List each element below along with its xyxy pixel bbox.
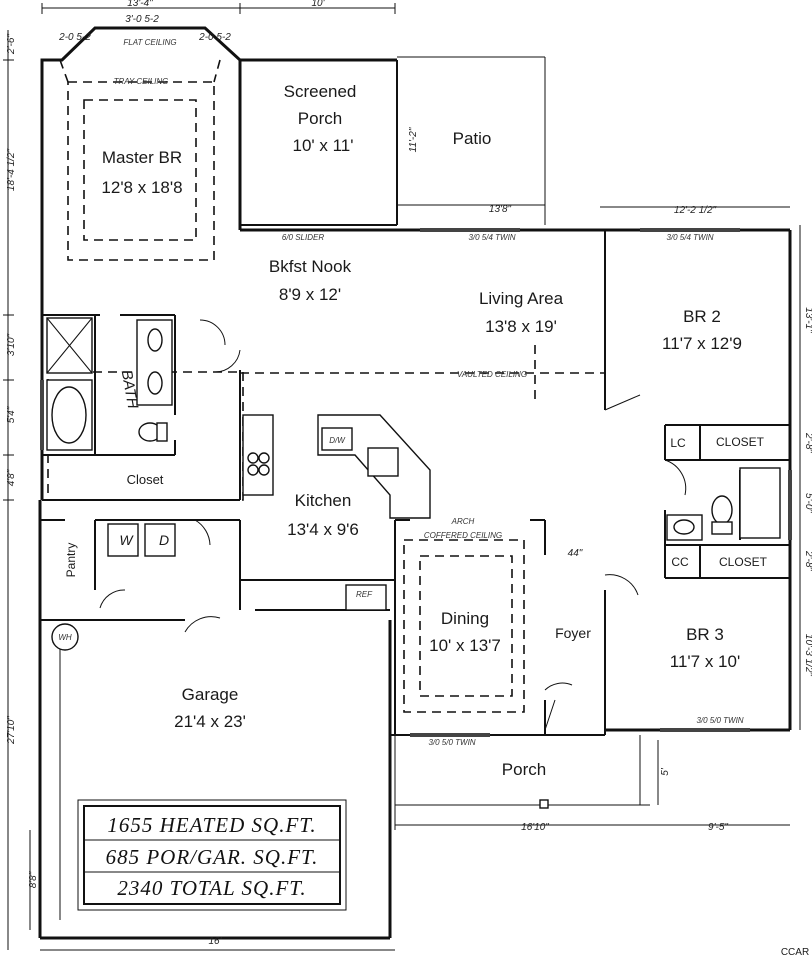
fixtures — [46, 317, 781, 809]
screened-porch-name-2: Porch — [298, 109, 342, 128]
coffered-ceiling-label: COFFERED CEILING — [424, 531, 502, 540]
dimension-labels: 13'-4" 3'-0 5-2 10' 2-0 5-2 2-0 5-2 13'8… — [6, 0, 812, 947]
twin-window-porch-label: 3/0 5/0 TWIN — [428, 738, 475, 747]
dryer-label: D — [159, 532, 169, 548]
room-labels: Master BR 12'8 x 18'8 Screened Porch 10'… — [64, 82, 742, 779]
vaulted-ceiling-label: VAULTED CEILING — [457, 370, 527, 379]
br2-dim: 11'7 x 12'9 — [662, 334, 742, 353]
dim-porch-5: 5' — [660, 767, 671, 776]
dim-garage-16: 16' — [208, 936, 222, 947]
dishwasher-label: D/W — [329, 436, 346, 445]
twin-window-top-label: 3/0 5/4 TWIN — [468, 233, 515, 242]
master-br-dim: 12'8 x 18'8 — [101, 178, 182, 197]
dimension-lines — [3, 3, 801, 951]
patio-name: Patio — [453, 129, 492, 148]
pantry-name: Pantry — [64, 543, 78, 578]
garage-dim: 21'4 x 23' — [174, 712, 246, 731]
dim-left-bath1: 3'10" — [6, 333, 17, 356]
dim-porch-1610: 16'10" — [521, 822, 549, 833]
dim-left-bath2: 5'4" — [6, 406, 17, 423]
screened-porch-name-1: Screened — [284, 82, 357, 101]
br2-name: BR 2 — [683, 307, 721, 326]
dim-right-28b: 2'-8" — [803, 550, 812, 571]
dim-top-master: 13'-4" — [127, 0, 153, 9]
screened-porch-dim: 10' x 11' — [293, 136, 354, 155]
bath-name: BATH — [118, 369, 142, 410]
dim-right-top: 12'-2 1/2" — [674, 205, 717, 216]
living-area-dim: 13'8 x 19' — [485, 317, 557, 336]
dim-chamfer-right: 2-0 5-2 — [198, 32, 231, 43]
garage-name: Garage — [182, 685, 239, 704]
dim-left-master: 18'-4 1/2" — [6, 148, 17, 191]
dining-dim: 10' x 13'7 — [429, 636, 501, 655]
sqft-heated: 1655 HEATED SQ.FT. — [107, 813, 316, 837]
summary-box — [83, 805, 341, 905]
dim-patio-left: 11'-2" — [408, 127, 419, 152]
twin-window-br2-label: 3/0 5/4 TWIN — [666, 233, 713, 242]
sqft-total: 2340 TOTAL SQ.FT. — [117, 876, 306, 900]
dining-name: Dining — [441, 609, 489, 628]
dim-patio-bottom: 13'8" — [489, 204, 512, 215]
dim-garage-88: 8'8" — [28, 871, 39, 888]
dim-top-screened: 10' — [311, 0, 325, 9]
summary-box-outer — [77, 799, 347, 911]
fixture-labels: CLOSET CLOSET LC CC W D D/W REF WH TRAY … — [58, 38, 809, 958]
fridge-label: REF — [356, 590, 373, 599]
dim-right-50: 5'-0" — [803, 493, 812, 513]
flat-ceiling-label: FLAT CEILING — [123, 38, 176, 47]
watermark: CCAR — [781, 947, 809, 958]
water-heater-label: WH — [58, 633, 72, 642]
lc-label: LC — [670, 436, 686, 450]
living-area-name: Living Area — [479, 289, 564, 308]
bkfst-nook-dim: 8'9 x 12' — [279, 285, 341, 304]
porch-name: Porch — [502, 760, 546, 779]
closet-br2-label: CLOSET — [716, 435, 765, 449]
dim-foyer-44: 44" — [568, 548, 583, 559]
br3-dim: 11'7 x 10' — [670, 652, 740, 671]
sqft-summary: 1655 HEATED SQ.FT. 685 POR/GAR. SQ.FT. 2… — [106, 813, 319, 900]
slider-label: 6/0 SLIDER — [282, 233, 324, 242]
closet-master-name: Closet — [127, 472, 164, 487]
dim-left-top: 2'-6" — [6, 34, 17, 55]
dim-right-br3: 10'-3 1/2" — [803, 634, 812, 677]
windows — [40, 228, 792, 737]
dim-right-28a: 2'-8" — [803, 432, 812, 453]
dim-right-br2: 13'-1" — [803, 307, 812, 333]
foyer-name: Foyer — [555, 625, 591, 641]
master-br-name: Master BR — [102, 148, 182, 167]
closet-br3-label: CLOSET — [719, 555, 768, 569]
dim-left-closet: 4'8" — [6, 469, 17, 486]
doors — [99, 319, 687, 731]
twin-window-br3-label: 3/0 5/0 TWIN — [696, 716, 743, 725]
kitchen-name: Kitchen — [295, 491, 352, 510]
arch-label: ARCH — [451, 517, 475, 526]
dim-chamfer-left: 2-0 5-2 — [58, 32, 91, 43]
br3-name: BR 3 — [686, 625, 724, 644]
kitchen-dim: 13'4 x 9'6 — [287, 520, 359, 539]
dim-left-garage: 27'10" — [6, 716, 17, 745]
sqft-porch-garage: 685 POR/GAR. SQ.FT. — [106, 845, 319, 869]
dim-top-master-sub: 3'-0 5-2 — [125, 14, 159, 25]
bkfst-nook-name: Bkfst Nook — [269, 257, 352, 276]
cc-label: CC — [671, 555, 689, 569]
tray-ceiling-label: TRAY CEILING — [114, 77, 169, 86]
washer-label: W — [119, 532, 134, 548]
dim-porch-95: 9'-5" — [708, 822, 728, 833]
